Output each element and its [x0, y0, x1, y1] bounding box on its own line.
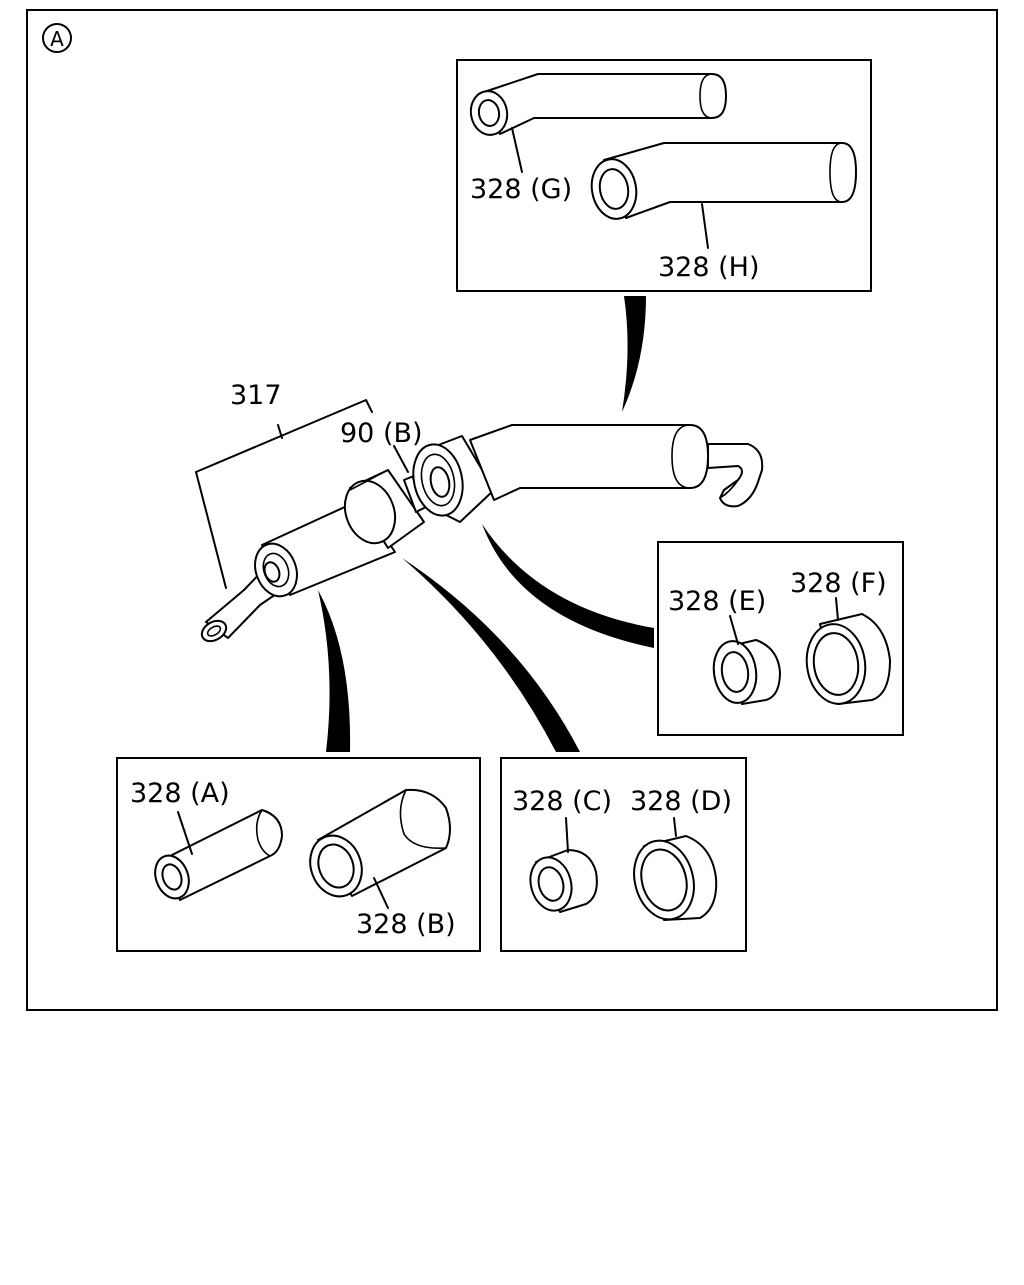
callout-box-ab: 328 (A) 328 (B) [116, 757, 481, 952]
part-328h [590, 142, 857, 220]
leader-328a [177, 811, 193, 855]
hose-assembly-317 [200, 424, 764, 643]
label-317: 317 [230, 380, 282, 411]
outer-frame [26, 9, 998, 1011]
part-328g [469, 73, 727, 136]
part-328b [309, 788, 451, 898]
label-328f: 328 (F) [790, 568, 887, 599]
leader-317 [195, 399, 373, 589]
part-328a [154, 809, 283, 901]
leader-328d [673, 817, 677, 837]
part-328c [529, 849, 598, 913]
label-328b: 328 (B) [356, 909, 456, 940]
label-328a: 328 (A) [130, 778, 230, 809]
callout-wedge-h [622, 296, 646, 412]
leader-328b [373, 877, 389, 909]
part-328d [633, 835, 718, 921]
leader-90b [393, 445, 409, 473]
label-328g: 328 (G) [470, 174, 572, 205]
leader-328e [729, 615, 739, 645]
leader-328g [511, 127, 523, 173]
label-328d: 328 (D) [630, 786, 732, 817]
part-328e [712, 639, 781, 705]
view-marker: A [42, 23, 72, 53]
callout-wedge-cd [402, 558, 580, 752]
leader-328f [835, 597, 839, 621]
label-328h: 328 (H) [658, 252, 760, 283]
label-328e: 328 (E) [668, 586, 766, 617]
callout-wedge-ef [482, 524, 654, 648]
label-328c: 328 (C) [512, 786, 612, 817]
label-90b: 90 (B) [340, 418, 423, 449]
callout-box-gh: 328 (G) 328 (H) [456, 59, 872, 292]
callout-wedge-ab [318, 590, 351, 752]
part-328f [805, 613, 891, 705]
view-marker-letter: A [50, 27, 64, 51]
leader-328c [565, 817, 569, 853]
leader-328h [701, 203, 709, 249]
callout-box-cd: 328 (C) 328 (D) [500, 757, 747, 952]
callout-box-ef: 328 (E) 328 (F) [657, 541, 904, 736]
